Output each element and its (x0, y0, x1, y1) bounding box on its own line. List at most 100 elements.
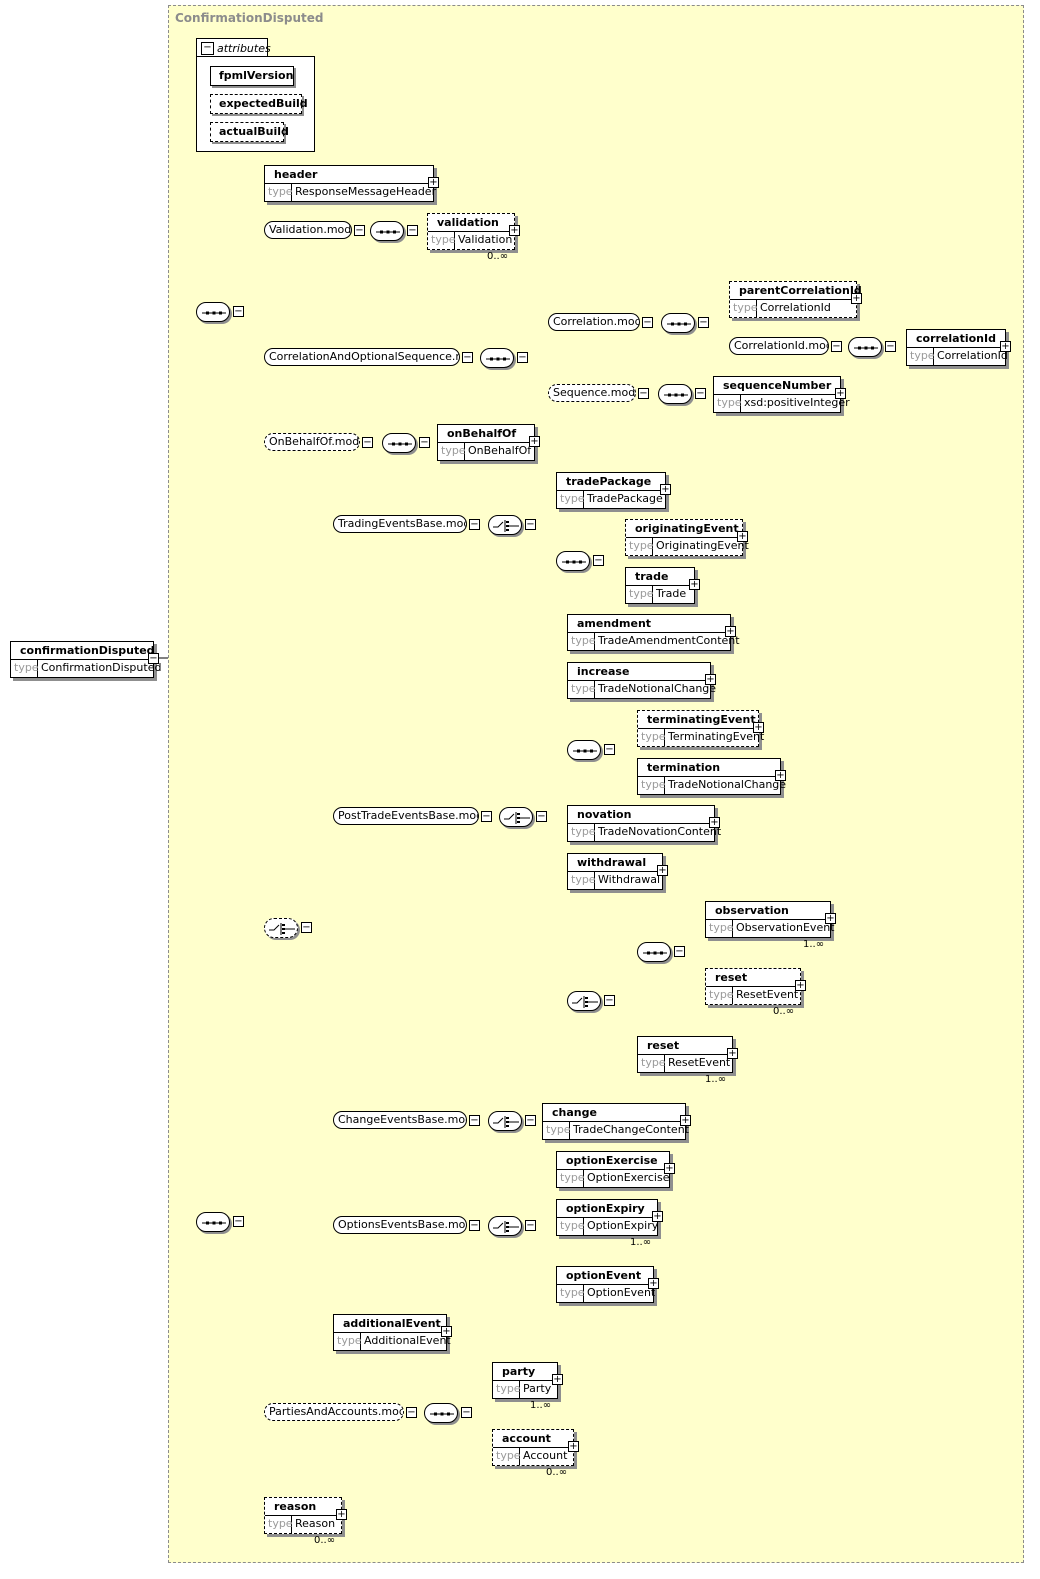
collapse-icon[interactable]: − (536, 811, 547, 822)
group-validation-model[interactable]: Validation.model (264, 221, 352, 239)
group-changeeventsbase-model[interactable]: ChangeEventsBase.model (333, 1111, 467, 1129)
collapse-icon[interactable]: − (469, 519, 480, 530)
collapse-icon[interactable]: − (481, 811, 492, 822)
group-correlation-model[interactable]: Correlation.model (548, 313, 640, 331)
expand-icon[interactable]: + (652, 1211, 663, 1222)
attribute-expectedbuild[interactable]: expectedBuild (210, 94, 308, 114)
sequence-compositor-icon[interactable] (382, 433, 416, 453)
group-partiesandaccounts-model[interactable]: PartiesAndAccounts.model (264, 1403, 404, 1421)
expand-icon[interactable]: + (753, 722, 764, 733)
expand-icon[interactable]: + (664, 1163, 675, 1174)
group-posttradeeventsbase-model[interactable]: PostTradeEventsBase.model (333, 807, 479, 825)
choice-compositor-icon[interactable] (264, 918, 298, 938)
expand-icon[interactable]: + (336, 1509, 347, 1520)
collapse-icon[interactable]: − (642, 317, 653, 328)
expand-icon[interactable]: + (775, 770, 786, 781)
choice-compositor-icon[interactable] (567, 991, 601, 1011)
collapse-icon[interactable]: − (233, 1216, 244, 1227)
expand-icon[interactable]: + (835, 388, 846, 399)
expand-icon[interactable]: + (657, 865, 668, 876)
sequence-compositor-icon[interactable] (661, 313, 695, 333)
collapse-icon[interactable]: − (233, 306, 244, 317)
expand-icon[interactable]: + (725, 626, 736, 637)
collapse-icon[interactable]: − (469, 1115, 480, 1126)
sequence-compositor-icon[interactable] (848, 337, 882, 357)
sequence-compositor-icon[interactable] (567, 740, 601, 760)
collapse-icon[interactable]: − (698, 317, 709, 328)
choice-compositor-icon[interactable] (499, 807, 533, 827)
collapse-icon[interactable]: − (148, 653, 159, 664)
attribute-actualbuild[interactable]: actualBuild (210, 122, 289, 142)
expand-icon[interactable]: + (428, 177, 439, 188)
expand-icon[interactable]: + (709, 817, 720, 828)
attribute-fpmlversion[interactable]: fpmlVersion (210, 66, 294, 86)
collapse-icon[interactable]: − (462, 352, 473, 363)
collapse-icon[interactable]: − (461, 1407, 472, 1418)
expand-icon[interactable]: + (689, 579, 700, 590)
sequence-compositor-icon[interactable] (637, 942, 671, 962)
collapse-icon[interactable]: − (525, 1220, 536, 1231)
collapse-icon[interactable]: − (469, 1220, 480, 1231)
collapse-icon[interactable]: − (406, 1407, 417, 1418)
choice-compositor-icon[interactable] (488, 515, 522, 535)
collapse-icon[interactable]: − (674, 946, 685, 957)
sequence-compositor-icon[interactable] (556, 551, 590, 571)
group-sequence-model[interactable]: Sequence.model (548, 384, 636, 402)
expand-icon[interactable]: + (529, 436, 540, 447)
collapse-icon[interactable]: − (604, 744, 615, 755)
expand-icon[interactable]: + (660, 484, 671, 495)
sequence-compositor-icon[interactable] (196, 302, 230, 322)
expand-icon[interactable]: + (441, 1326, 452, 1337)
expand-icon[interactable]: + (825, 913, 836, 924)
expand-icon[interactable]: + (568, 1441, 579, 1452)
collapse-icon[interactable]: − (201, 42, 214, 55)
sequence-compositor-icon[interactable] (480, 348, 514, 368)
collapse-icon[interactable]: − (517, 352, 528, 363)
expand-icon[interactable]: + (680, 1115, 691, 1126)
choice-compositor-icon[interactable] (488, 1111, 522, 1131)
collapse-icon[interactable]: − (525, 519, 536, 530)
collapse-icon[interactable]: − (695, 388, 706, 399)
collapse-icon[interactable]: − (604, 995, 615, 1006)
expand-icon[interactable]: + (552, 1374, 563, 1385)
group-onbehalfof-model[interactable]: OnBehalfOf.model (264, 433, 360, 451)
sequence-compositor-icon[interactable] (196, 1212, 230, 1232)
collapse-icon[interactable]: − (885, 341, 896, 352)
expand-icon[interactable]: + (509, 225, 520, 236)
sequence-compositor-icon[interactable] (658, 384, 692, 404)
expand-icon[interactable]: + (705, 674, 716, 685)
collapse-icon[interactable]: − (354, 225, 365, 236)
collapse-icon[interactable]: − (638, 388, 649, 399)
collapse-icon[interactable]: − (831, 341, 842, 352)
sequence-compositor-icon[interactable] (370, 221, 404, 241)
group-optionseventsbase-model[interactable]: OptionsEventsBase.model (333, 1216, 467, 1234)
sequence-compositor-icon[interactable] (424, 1403, 458, 1423)
collapse-icon[interactable]: − (525, 1115, 536, 1126)
choice-compositor-icon[interactable] (488, 1216, 522, 1236)
expand-icon[interactable]: + (851, 293, 862, 304)
expand-icon[interactable]: + (648, 1278, 659, 1289)
